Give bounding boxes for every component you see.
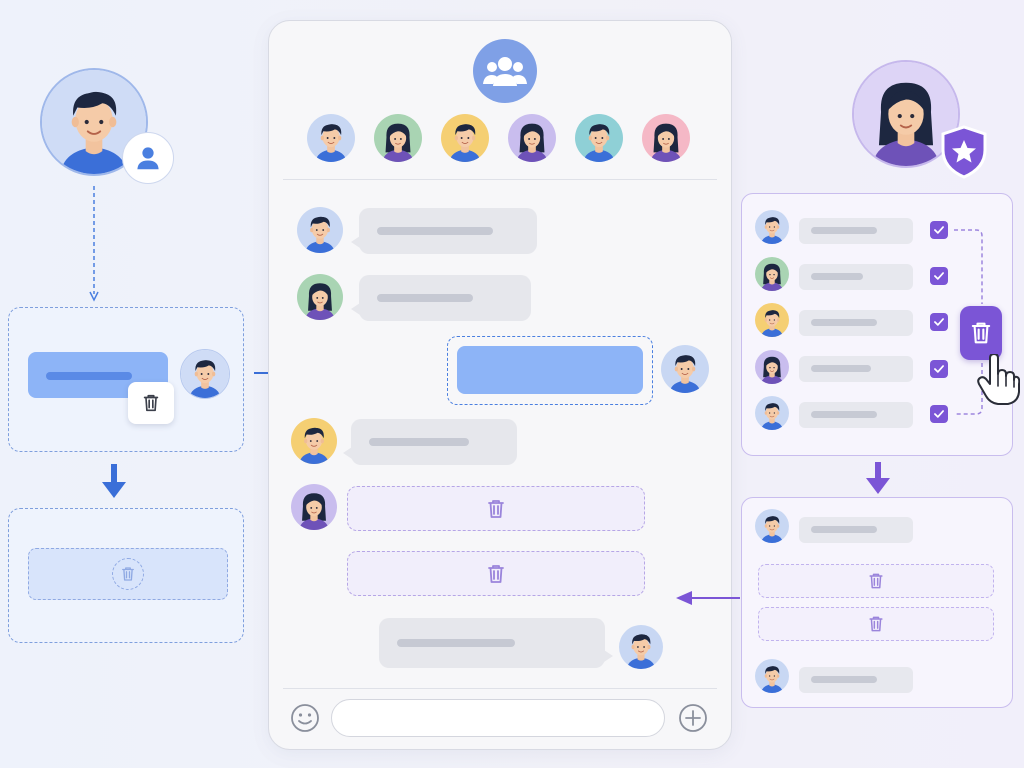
member-avatar[interactable] [575,114,623,162]
sender-avatar [297,274,343,320]
message-row [799,517,913,543]
member-avatar [755,350,789,384]
member-avatar [755,396,789,430]
message-row [799,402,913,428]
delete-button[interactable] [128,382,174,424]
trash-icon [484,562,508,586]
trash-icon [866,571,886,591]
user-icon [122,132,174,184]
deleted-message-placeholder [28,548,228,600]
member-avatar[interactable] [374,114,422,162]
message-bubble[interactable] [343,419,517,465]
member-avatar [755,509,789,543]
message-row [799,310,913,336]
member-avatar[interactable] [508,114,556,162]
smiley-icon [291,704,319,732]
checkbox-checked-icon[interactable] [930,360,948,378]
own-message-bubble[interactable] [379,618,613,668]
bulk-delete-button[interactable] [960,306,1002,360]
hand-pointer-icon [977,354,1020,405]
member-avatar [755,257,789,291]
arrow-icon [89,186,99,302]
trash-icon [866,614,886,634]
arrow-icon [102,464,126,498]
trash-icon [119,565,137,583]
user-avatar [40,68,148,176]
trash-icon [484,497,508,521]
message-input[interactable] [331,699,665,737]
message-bubble[interactable] [351,208,537,254]
user-avatar-small [180,349,230,399]
member-avatar [755,659,789,693]
checkbox-checked-icon[interactable] [930,221,948,239]
arrow-icon [676,591,740,605]
message-row [799,356,913,382]
shield-star-icon [938,124,990,180]
checkbox-checked-icon[interactable] [930,267,948,285]
checkbox-checked-icon[interactable] [930,405,948,423]
deleted-message [758,564,994,598]
plus-circle-icon [679,704,707,732]
member-avatar[interactable] [307,114,355,162]
arrow-icon [866,462,890,494]
sender-avatar [297,207,343,253]
checkbox-checked-icon[interactable] [930,313,948,331]
member-avatar[interactable] [642,114,690,162]
message-row [799,667,913,693]
trash-icon [140,392,162,414]
selection-bracket [954,229,983,415]
user-avatar [619,625,663,669]
user-avatar [661,345,709,393]
sender-avatar [291,484,337,530]
deleted-message [347,486,645,531]
selected-message-outline [447,336,653,405]
admin-avatar [852,60,960,168]
emoji-button[interactable] [289,702,321,734]
message-row [799,218,913,244]
member-avatar [755,303,789,337]
sender-avatar [291,418,337,464]
message-bubble[interactable] [351,275,531,321]
add-button[interactable] [677,702,709,734]
own-message-bubble[interactable] [457,346,643,394]
message-row [799,264,913,290]
member-avatar[interactable] [441,114,489,162]
deleted-message [347,551,645,596]
trash-icon [967,318,995,348]
group-chat-window [268,20,732,750]
group-icon [473,39,537,103]
deleted-message [758,607,994,641]
member-avatar [755,210,789,244]
